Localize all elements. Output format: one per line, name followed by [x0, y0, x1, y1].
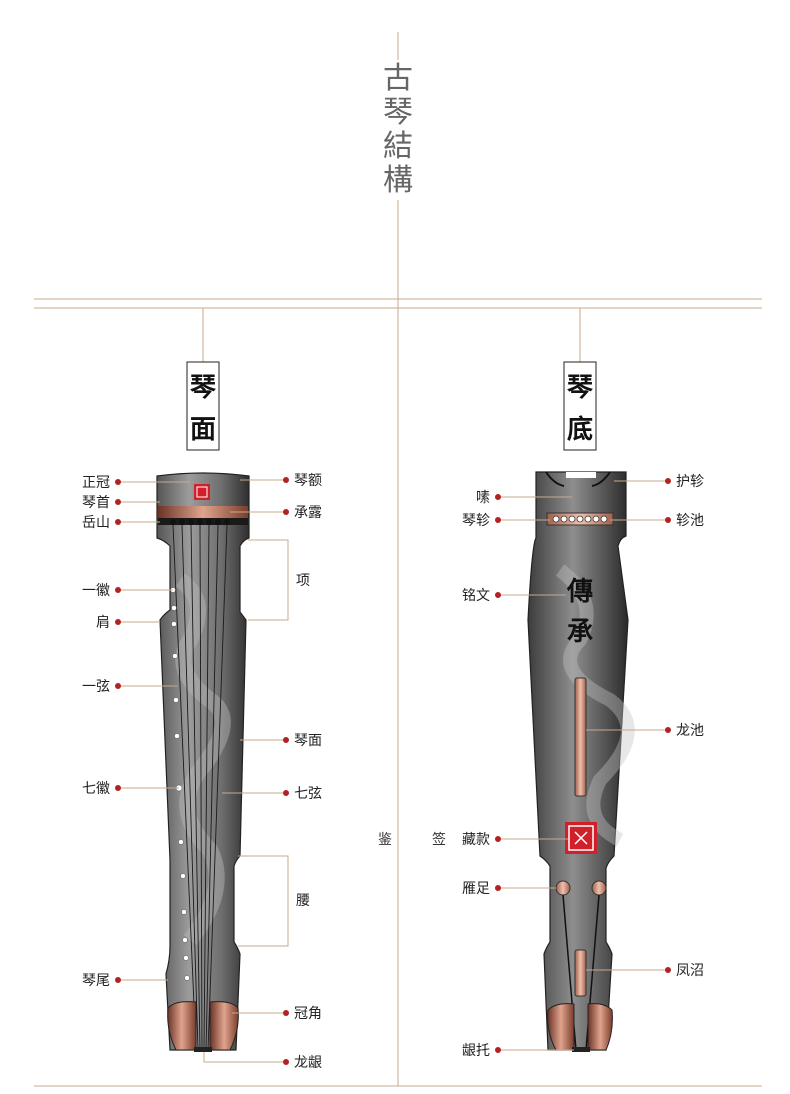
front-labels: 正冠 琴首 岳山 一徽 肩 一弦 七徽 琴尾 琴额 承露 项 琴面 七弦 腰 冠… [82, 473, 322, 1071]
qin-front-body [156, 472, 250, 1051]
title-char-3: 結 [383, 129, 413, 164]
front-heading-top: 琴 [190, 373, 216, 403]
feng-zhao [574, 949, 587, 997]
label-yue-shan: 岳山 [82, 515, 110, 531]
page-title: 古 琴 結 構 [382, 60, 414, 200]
label-zheng-guan: 正冠 [82, 475, 110, 491]
ming-wen-inscription: 傳 [566, 577, 593, 607]
yan-zu-right [591, 880, 607, 896]
label-feng-zhao: 凤沼 [676, 963, 704, 979]
label-guan-jiao: 冠角 [294, 1006, 322, 1022]
clipped-glyph-mid: 鉴 [378, 832, 392, 848]
back-leaders [498, 480, 668, 1051]
front-leader-dots [115, 477, 289, 1065]
clipped-glyph-left: 签 [432, 831, 446, 848]
front-seal [194, 484, 210, 500]
label-cang-kuan: 藏款 [462, 832, 490, 848]
label-yao: 腰 [296, 893, 310, 909]
hui-markers [170, 587, 190, 981]
label-cheng-lu: 承露 [294, 505, 322, 521]
label-qi-xian: 七弦 [294, 786, 322, 802]
back-heading-bottom: 底 [567, 414, 593, 445]
qin-back-illustration: 傳 承 [527, 471, 635, 1052]
long-chi [574, 677, 587, 797]
long-yin-bar [194, 1047, 212, 1052]
label-long-chi: 龙池 [676, 723, 704, 739]
label-sou: 嗉 [476, 489, 490, 506]
svg-text:承: 承 [567, 617, 593, 647]
label-yi-hui: 一徽 [82, 583, 110, 599]
yue-shan-band [158, 518, 248, 525]
label-yan-zu: 雁足 [462, 881, 490, 897]
label-qin-mian: 琴面 [294, 733, 322, 749]
label-qin-wei: 琴尾 [82, 973, 110, 989]
label-yin-tuo: 龈托 [462, 1043, 490, 1059]
title-char-4: 構 [383, 163, 413, 198]
label-qin-e: 琴额 [294, 473, 322, 489]
hu-zhen-notches [545, 471, 611, 487]
label-qin-zhen: 琴轸 [462, 513, 490, 529]
back-heading-top: 琴 [567, 373, 593, 403]
back-leader-dots [495, 478, 671, 1053]
front-leaders [118, 479, 289, 1063]
title-char-1: 古 [383, 61, 413, 96]
frame-rules [34, 32, 762, 1087]
yin-tuo-bar [572, 1047, 590, 1052]
label-xiang: 项 [296, 573, 310, 589]
label-hu-zhen: 护轸 [676, 474, 704, 490]
front-heading: 琴 面 [186, 361, 220, 451]
yan-zu-left [555, 880, 571, 896]
title-char-2: 琴 [383, 95, 413, 130]
label-yi-xian: 一弦 [82, 679, 110, 695]
cheng-lu-band [158, 506, 248, 518]
label-ming-wen: 铭文 [462, 588, 490, 604]
back-labels: 护轸 嗉 琴轸 轸池 铭文 龙池 藏款 雁足 凤沼 龈托 [462, 474, 704, 1059]
qin-front-illustration [156, 472, 250, 1052]
label-qi-hui: 七徽 [82, 781, 110, 797]
label-jian: 肩 [96, 615, 110, 631]
label-qin-shou: 琴首 [82, 495, 110, 511]
strings [172, 524, 228, 1051]
back-heading: 琴 底 [563, 361, 597, 451]
label-zhen-chi: 轸池 [676, 513, 704, 529]
label-long-yin: 龙龈 [294, 1055, 322, 1071]
front-heading-bottom: 面 [190, 415, 216, 445]
string-pegs [170, 519, 230, 525]
